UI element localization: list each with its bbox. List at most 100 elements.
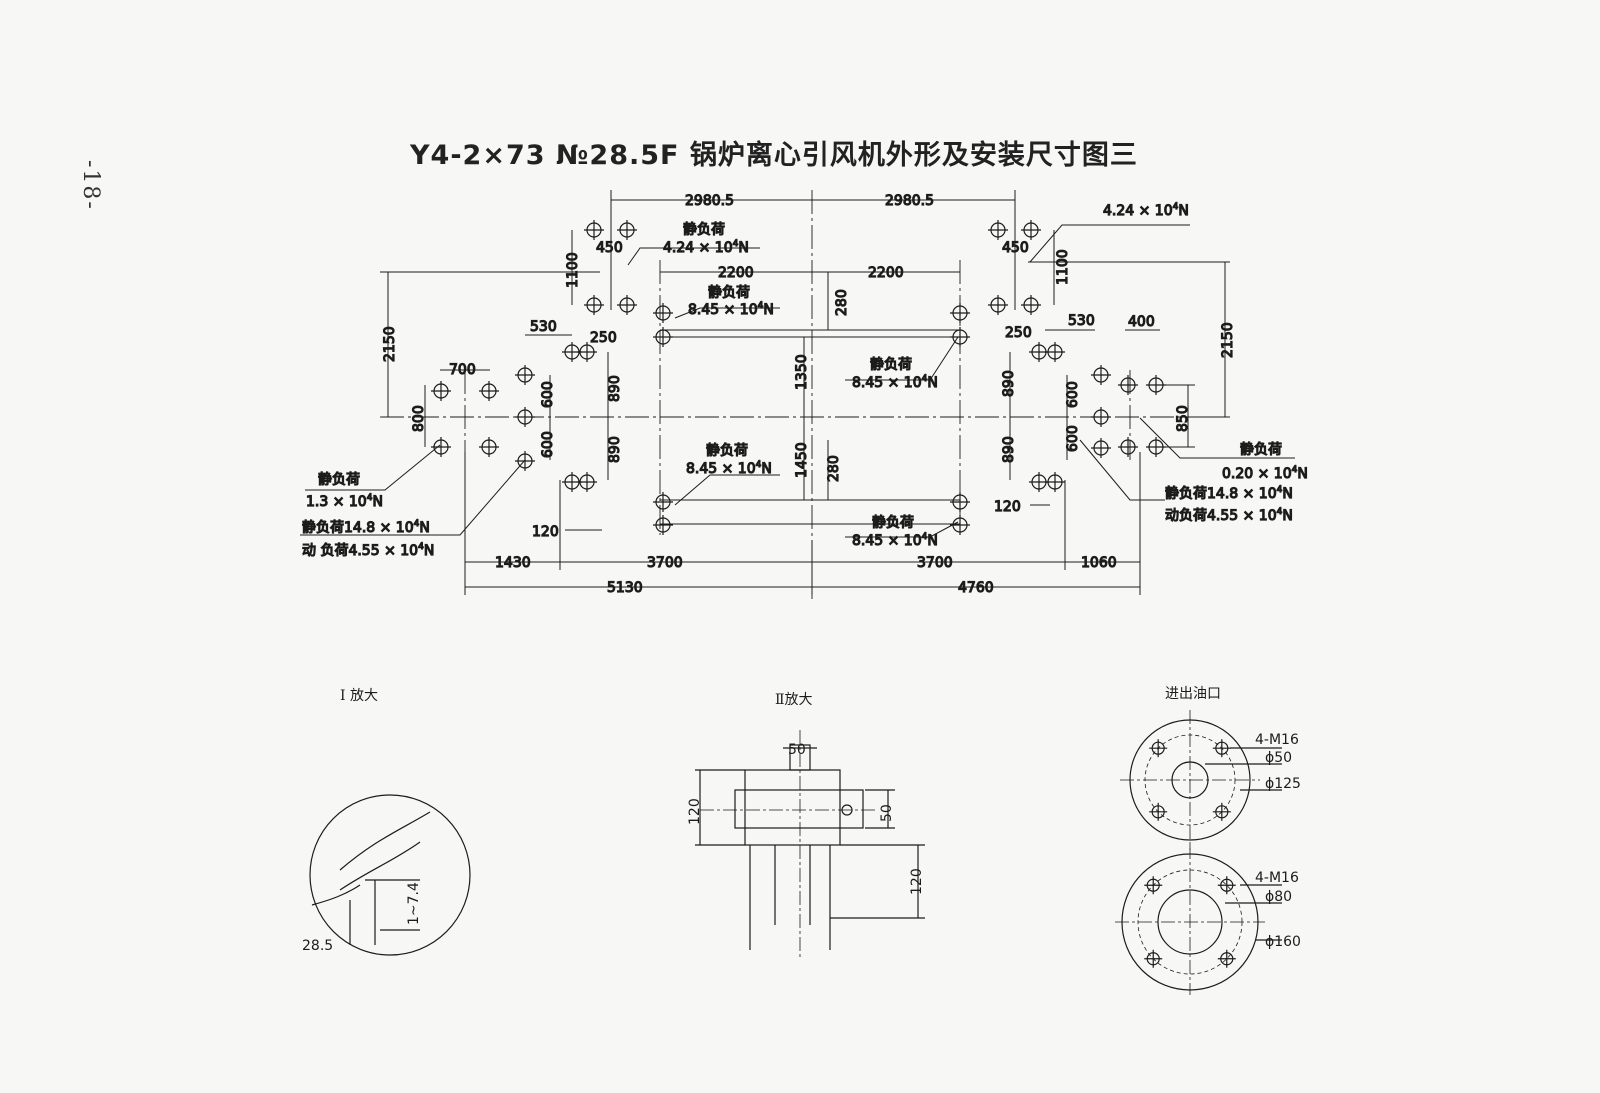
dim-450-right: 450 [1002,240,1029,256]
bolt-hole-icon [1045,342,1065,362]
dim-600-lb: 600 [540,431,556,458]
flange-bolt-icon [1144,949,1163,968]
bolt-hole-icon [577,342,597,362]
detail-i-dim-285: 28.5 [302,938,333,954]
flange-bolt-icon [1144,876,1163,895]
load-value-020: 0.20 × 104N [1222,465,1308,482]
bolt-hole-icon [479,437,499,457]
load-static-label-5: 静负荷 [872,515,914,531]
detail-ii-dim-120-right: 120 [909,868,925,895]
bolt-hole-icon [1021,295,1041,315]
dim-890-rb: 890 [1001,436,1017,463]
load-value-845-d: 8.45 × 104N [852,532,938,549]
flange-bolt-icon [1212,802,1231,821]
dim-5130: 5130 [607,580,643,596]
oil-port-label: 进出油口 [1165,686,1221,702]
load-static-label-7: 静负荷 [1240,442,1282,458]
oil-port-detail: 进出油口 4-M16 ϕ50 ϕ125 4-M16 ϕ80 [1115,686,1301,995]
load-static-label-2: 静负荷 [708,285,750,301]
dim-2150-left: 2150 [382,326,398,362]
bolt-hole-icon [1091,365,1111,385]
load-static-label-6: 静负荷 [318,472,360,488]
dim-4760: 4760 [958,580,994,596]
dim-1100-left: 1100 [565,252,581,288]
dim-1100-right: 1100 [1055,249,1071,285]
dim-280-top: 280 [834,289,850,316]
dim-600-rt: 600 [1065,381,1081,408]
dim-890-rt: 890 [1001,370,1017,397]
dim-120-left: 120 [532,524,559,540]
load-dynamic-455-left: 动 负荷4.55 × 104N [302,542,434,559]
lower-pcd: ϕ160 [1265,934,1301,950]
flange-bolt-icon [1217,876,1236,895]
detail-ii-dim-120-left: 120 [687,798,703,825]
dim-890-lt: 890 [607,375,623,402]
load-dynamic-455-right: 动负荷4.55 × 104N [1165,507,1293,524]
dim-530-right: 530 [1068,313,1095,329]
dim-800: 800 [411,405,427,432]
bolt-hole-icon [653,515,673,535]
dim-1430: 1430 [495,555,531,571]
bolt-hole-icon [577,472,597,492]
dim-3700-right: 3700 [917,555,953,571]
dim-3700-left: 3700 [647,555,683,571]
bolt-hole-icon [950,492,970,512]
dim-400: 400 [1128,314,1155,330]
load-static-148-left: 静负荷14.8 × 104N [302,519,430,536]
leader-lines [300,224,1295,538]
bolt-hole-icon [950,303,970,323]
lower-bore: ϕ80 [1265,889,1292,905]
dim-1450: 1450 [794,442,810,478]
load-static-label-1: 静负荷 [683,222,725,238]
dim-1060: 1060 [1081,555,1117,571]
dim-120-right: 120 [994,499,1021,515]
dim-1350: 1350 [794,354,810,390]
load-value-424-left: 4.24 × 104N [663,239,749,256]
detail-ii: Ⅱ放大 50 120 50 120 [687,692,925,960]
bolt-hole-icon [515,365,535,385]
dim-2980-left: 2980.5 [685,193,734,209]
detail-ii-dim-50-top: 50 [788,742,806,758]
flange-bolt-icon [1149,739,1168,758]
detail-ii-label: Ⅱ放大 [775,692,813,708]
dim-530-left: 530 [530,319,557,335]
flange-bolt-icon [1149,802,1168,821]
center-lines [380,190,1230,600]
detail-i-label: I 放大 [340,688,378,704]
bolt-hole-icon [1091,407,1111,427]
detail-ii-dim-50-right: 50 [879,804,895,822]
load-value-845-a: 8.45 × 104N [688,301,774,318]
page-number: -18- [78,160,103,211]
bolt-hole-icon [515,451,535,471]
load-static-label-4: 静负荷 [706,443,748,459]
bolt-hole-icon [988,220,1008,240]
dim-600-lt: 600 [540,381,556,408]
bolt-hole-icon [653,303,673,323]
upper-bore: ϕ50 [1265,750,1292,766]
dim-280-bottom: 280 [826,455,842,482]
bolt-hole-icon [1091,438,1111,458]
anchor-bolt-holes [431,220,1166,535]
bolt-hole-icon [515,407,535,427]
lower-bolt-spec: 4-M16 [1255,870,1299,886]
dim-250-left: 250 [590,330,617,346]
bolt-hole-icon [584,220,604,240]
load-static-148-right: 静负荷14.8 × 104N [1165,485,1293,502]
detail-i-dim-174: 1~7.4 [406,882,422,925]
detail-i: I 放大 28.5 1~7.4 [302,688,471,956]
dim-450-left: 450 [596,240,623,256]
bolt-hole-icon [617,220,637,240]
bolt-hole-icon [584,295,604,315]
dim-2150-right: 2150 [1220,322,1236,358]
upper-pcd: ϕ125 [1265,776,1301,792]
bolt-hole-icon [988,295,1008,315]
bolt-hole-icon [431,437,451,457]
upper-bolt-spec: 4-M16 [1255,732,1299,748]
load-annotations: 静负荷 4.24 × 104N 4.24 × 104N 静负荷 8.45 × 1… [301,201,1308,559]
bolt-hole-icon [479,381,499,401]
load-static-label-3: 静负荷 [870,357,912,373]
dim-2200-left: 2200 [718,265,754,281]
bolt-hole-icon [653,492,673,512]
